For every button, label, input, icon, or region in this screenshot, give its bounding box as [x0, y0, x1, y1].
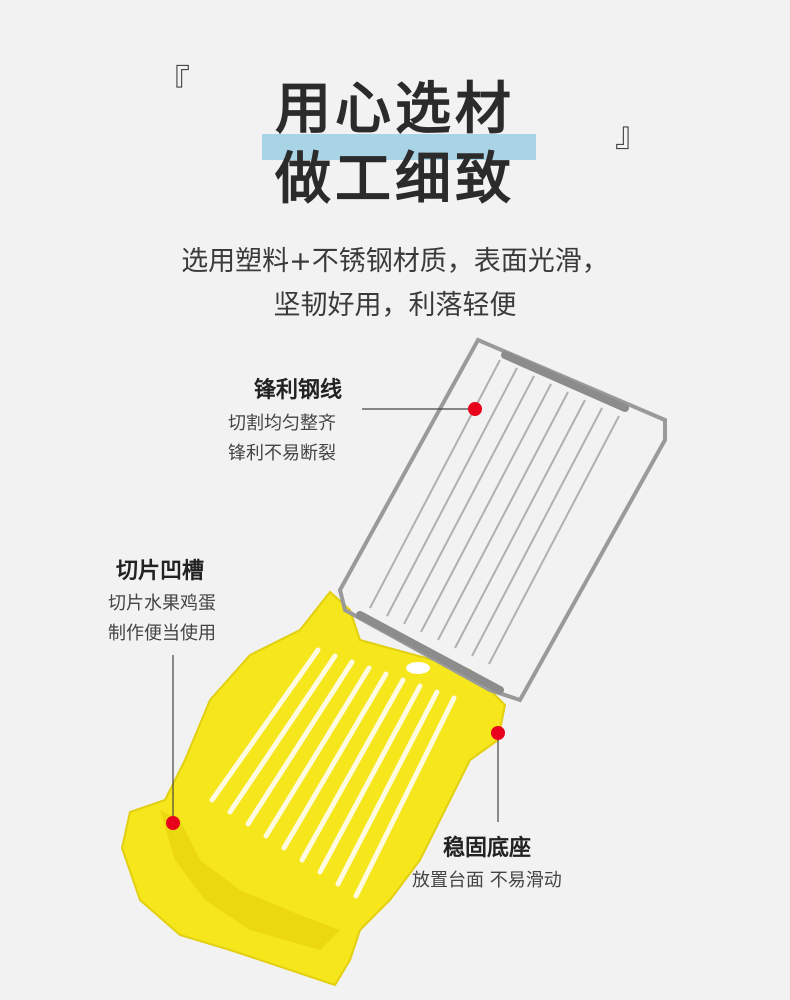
marker-wire — [468, 402, 482, 416]
feature-groove-line-2: 制作便当使用 — [108, 623, 216, 644]
feature-wire-line-2: 锋利不易断裂 — [228, 443, 336, 464]
wire-frame — [337, 337, 667, 703]
headline-line-2: 做工细致 — [275, 147, 515, 212]
feature-base-title: 稳固底座 — [443, 836, 532, 861]
base-shadow — [160, 810, 340, 950]
headline-line-1: 用心选材 — [275, 77, 515, 142]
marker-base — [491, 726, 505, 740]
feature-groove-title: 切片凹槽 — [116, 559, 205, 584]
headline-highlight-bar — [262, 134, 536, 160]
feature-wire-line-1: 切割均匀整齐 — [228, 413, 336, 434]
feature-base-line-1: 放置台面 不易滑动 — [412, 870, 562, 891]
bracket-open: 『 — [156, 63, 190, 103]
marker-groove — [166, 816, 180, 830]
slot-bars — [209, 647, 457, 899]
feature-wire-title: 锋利钢线 — [254, 378, 343, 403]
cutting-wires — [369, 359, 620, 665]
bracket-close: 』 — [615, 115, 649, 155]
hang-hole — [406, 662, 430, 674]
feature-groove-line-1: 切片水果鸡蛋 — [108, 593, 216, 614]
subtitle-line-2: 坚韧好用，利落轻便 — [273, 290, 517, 321]
subtitle-line-1: 选用塑料+不锈钢材质，表面光滑， — [181, 246, 609, 277]
slicer-base — [120, 590, 507, 987]
callout-lines — [172, 408, 499, 822]
